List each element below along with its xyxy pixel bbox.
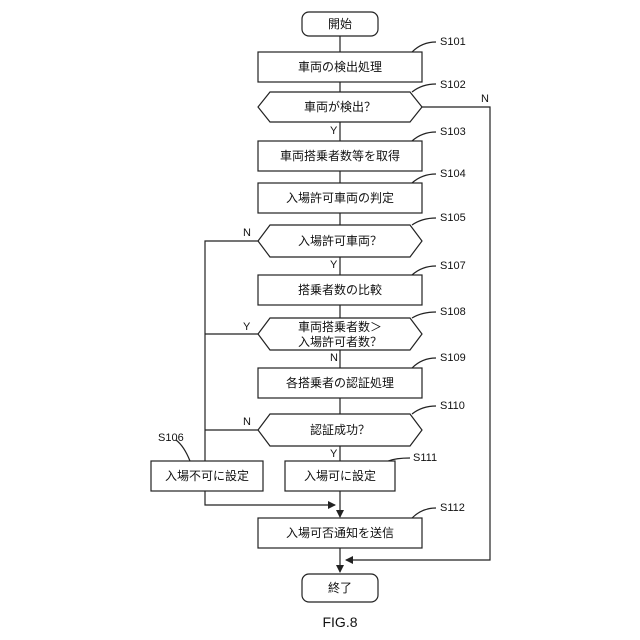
step-label-s108: S108: [440, 306, 466, 318]
decision-s102: 車両が検出？: [258, 92, 422, 122]
start-label: 開始: [328, 17, 352, 31]
decision-s108-line1: 車両搭乗者数＞: [298, 319, 382, 334]
process-s103-label: 車両搭乗者数等を取得: [280, 148, 400, 163]
process-s101: 車両の検出処理: [258, 52, 422, 82]
decision-s102-label: 車両が検出？: [304, 99, 376, 114]
process-s106-label: 入場不可に設定: [165, 468, 249, 483]
decision-s108-line2: 入場許可者数？: [298, 334, 382, 349]
step-label-s111: S111: [413, 452, 437, 464]
branch-label-s105-no: N: [243, 227, 251, 239]
branch-label-s110-yes: Y: [330, 448, 338, 460]
decision-s110-label: 認証成功？: [310, 422, 370, 437]
step-label-s104: S104: [440, 168, 466, 180]
branch-label-s105-yes: Y: [330, 259, 338, 271]
step-label-s101: S101: [440, 36, 466, 48]
process-s104-label: 入場許可車両の判定: [286, 190, 394, 205]
step-label-s110: S110: [440, 400, 465, 412]
start-terminal: 開始: [302, 12, 378, 36]
figure-label: FIG.8: [322, 614, 357, 630]
step-label-s106: S106: [158, 432, 184, 444]
branch-label-s108-yes: Y: [243, 321, 251, 333]
step-label-s103: S103: [440, 126, 466, 138]
decision-s105-label: 入場許可車両？: [298, 234, 382, 248]
step-label-s102: S102: [440, 79, 466, 91]
process-s103: 車両搭乗者数等を取得: [258, 141, 422, 171]
process-s111-label: 入場可に設定: [304, 468, 376, 483]
branch-label-s102-no: N: [481, 93, 489, 105]
process-s107: 搭乗者数の比較: [258, 275, 422, 305]
decision-s108: 車両搭乗者数＞ 入場許可者数？: [258, 318, 422, 350]
end-terminal: 終了: [302, 574, 378, 602]
process-s107-label: 搭乗者数の比較: [298, 282, 382, 297]
end-label: 終了: [328, 580, 352, 595]
branch-label-s102-yes: Y: [330, 125, 338, 137]
decision-s105: 入場許可車両？: [258, 225, 422, 257]
step-label-s107: S107: [440, 260, 466, 272]
process-s104: 入場許可車両の判定: [258, 183, 422, 213]
branch-label-s110-no: N: [243, 416, 251, 428]
process-s112-label: 入場可否通知を送信: [286, 525, 394, 540]
step-label-s109: S109: [440, 352, 466, 364]
process-s112: 入場可否通知を送信: [258, 518, 422, 548]
step-label-s112: S112: [440, 502, 465, 514]
process-s111: 入場可に設定: [285, 461, 395, 491]
process-s109-label: 各搭乗者の認証処理: [286, 375, 394, 390]
step-label-s105: S105: [440, 212, 466, 224]
process-s106: 入場不可に設定: [151, 461, 263, 491]
branch-label-s108-no: N: [330, 352, 338, 364]
process-s101-label: 車両の検出処理: [298, 60, 382, 74]
process-s109: 各搭乗者の認証処理: [258, 368, 422, 398]
decision-s110: 認証成功？: [258, 414, 422, 446]
